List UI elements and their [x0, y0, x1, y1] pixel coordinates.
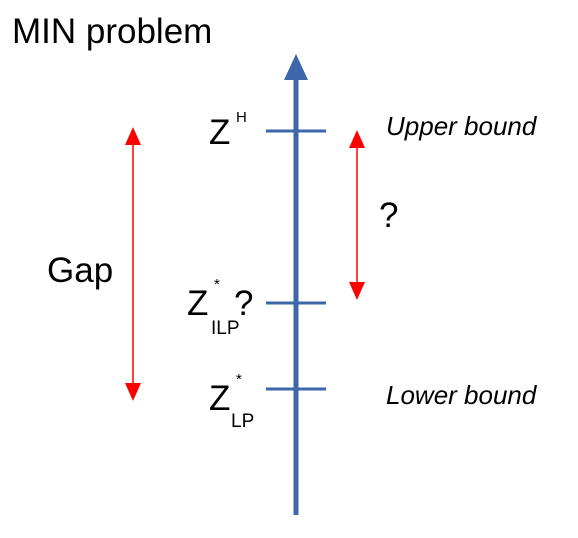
diagram-title: MIN problem [12, 12, 213, 51]
z-lp-sub: LP [231, 411, 255, 432]
z-ilp-question: ? [234, 284, 254, 323]
z-lp-sup: * [236, 371, 242, 388]
lower-bound-label: Lower bound [386, 380, 537, 410]
question-mark-label: ? [379, 196, 399, 235]
z-lp-base: Z [209, 379, 231, 418]
upper-bound-label: Upper bound [386, 111, 537, 141]
gap-label: Gap [47, 251, 114, 290]
z-ilp-sup: * [214, 276, 220, 293]
z-heuristic-sup: H [236, 109, 247, 126]
z-heuristic-base: Z [209, 113, 231, 152]
axis-arrowhead [284, 54, 308, 80]
gap-arrow-head-top [125, 127, 141, 145]
z-ilp-base: Z [187, 284, 209, 323]
z-ilp-sub: ILP [211, 318, 240, 339]
unknown-arrow-head-top [349, 130, 365, 148]
gap-arrow-head-bottom [125, 383, 141, 401]
unknown-arrow-head-bottom [349, 282, 365, 300]
